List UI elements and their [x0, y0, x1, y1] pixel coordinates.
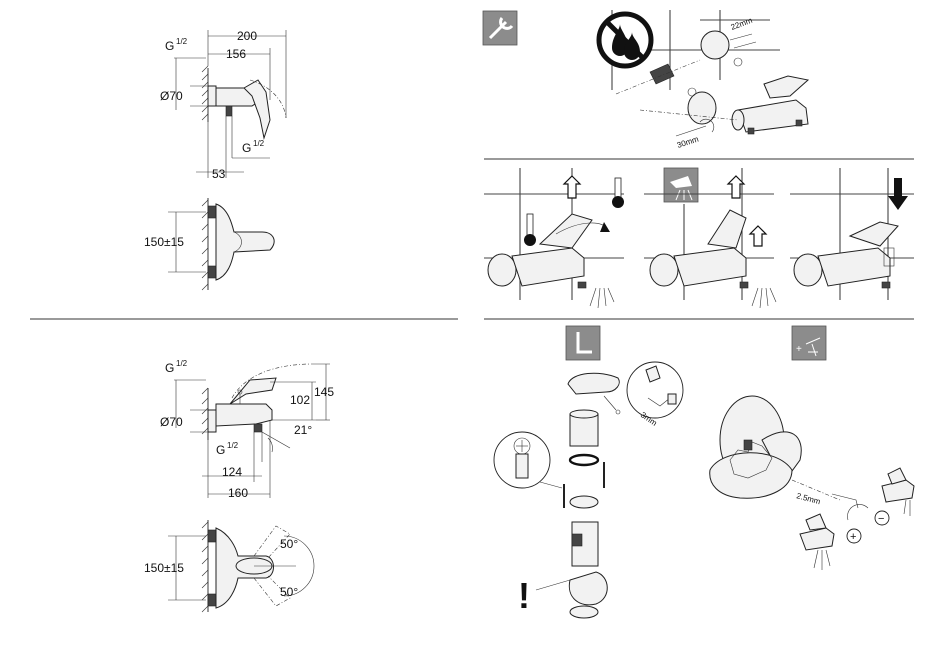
flow-adjust-icon: + — [792, 326, 826, 360]
dim-spout-height: 102 — [290, 393, 310, 407]
no-water-icon — [599, 14, 651, 66]
b-thread-bottom-fraction: 1/2 — [227, 441, 239, 450]
dim-total-height: 145 — [314, 385, 334, 399]
dim-width-body: 156 — [226, 47, 246, 61]
bottom-side-view: G 1/2 Ø70 102 145 21° G 1/2 124 160 — [160, 359, 334, 500]
angle-down: 50° — [280, 585, 298, 599]
b-thread-top-label: G — [165, 361, 174, 375]
top-side-view: 200 156 G 1/2 Ø70 G 1/2 53 — [160, 29, 286, 181]
angle-up: 50° — [280, 537, 298, 551]
hex-key-icon — [566, 326, 600, 360]
dim-diameter: Ø70 — [160, 89, 183, 103]
cartridge-panel: 3mm ! — [494, 326, 683, 618]
thread-bottom-label: G — [242, 141, 251, 155]
cartridge-warning: ! — [518, 575, 530, 616]
temperature-limit-panel: + 2.5mm + − — [710, 326, 914, 570]
bottom-front-spacing: 150±15 — [144, 561, 184, 575]
limit-hex-size: 2.5mm — [795, 491, 821, 506]
svg-text:+: + — [796, 344, 802, 355]
bottom-front-view: 50° 50° 150±15 — [144, 520, 314, 612]
installation-panel: 22mm 30mm — [483, 10, 808, 150]
dim-reach: 124 — [222, 465, 242, 479]
b-dim-diameter: Ø70 — [160, 415, 183, 429]
thread-top-label: G — [165, 39, 174, 53]
b-thread-bottom-label: G — [216, 443, 225, 457]
limit-minus: − — [878, 513, 884, 525]
dim-angle: 21° — [294, 423, 312, 437]
top-front-view: 150±15 — [144, 198, 274, 290]
thread-top-fraction: 1/2 — [176, 37, 188, 46]
operation-panel — [484, 168, 914, 308]
top-front-spacing: 150±15 — [144, 235, 184, 249]
spray-icon — [664, 168, 698, 202]
wrench-icon — [483, 11, 517, 45]
dim-length: 160 — [228, 486, 248, 500]
dim-width-total: 200 — [237, 29, 257, 43]
b-thread-top-fraction: 1/2 — [176, 359, 188, 368]
dim-depth: 53 — [212, 167, 226, 181]
wrench-size-top: 22mm — [730, 16, 754, 32]
thread-bottom-fraction: 1/2 — [253, 139, 265, 148]
limit-plus: + — [850, 531, 856, 543]
wrench-size-bottom: 30mm — [676, 134, 700, 150]
